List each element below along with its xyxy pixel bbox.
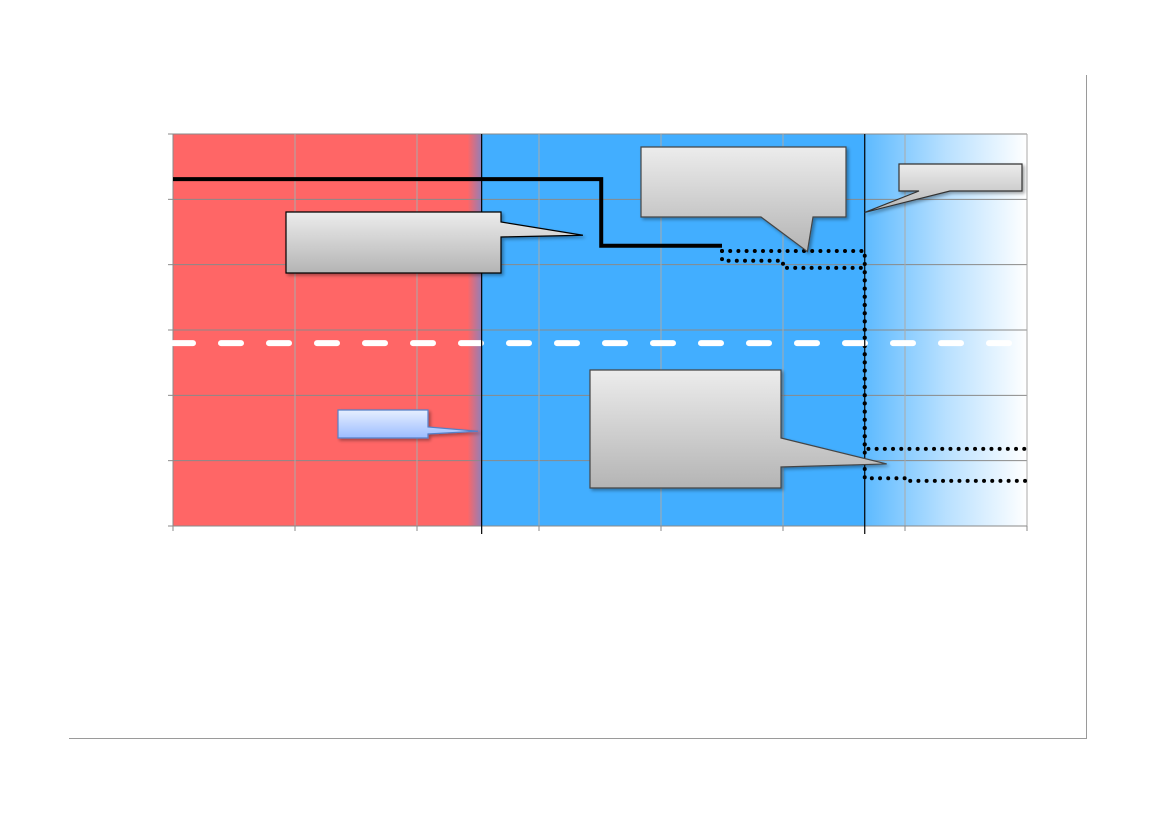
dotted-lower [720, 248, 1029, 483]
callout-1 [285, 211, 584, 274]
solid-step [173, 177, 722, 248]
frame-border-bottom [69, 738, 1087, 739]
callout-5 [337, 409, 479, 439]
callout-4 [589, 369, 887, 489]
callout-3 [864, 163, 1023, 213]
callout-2 [640, 146, 847, 253]
frame-border-right [1086, 75, 1087, 739]
